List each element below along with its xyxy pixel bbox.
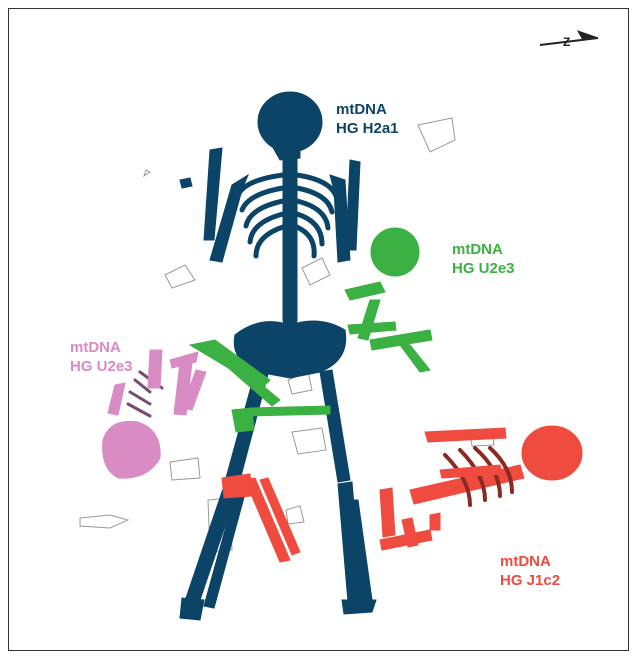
label-green-line1: mtDNA	[452, 240, 515, 259]
label-blue-line1: mtDNA	[336, 100, 399, 119]
label-blue-line2: HG H2a1	[336, 119, 399, 138]
label-red-line2: HG J1c2	[500, 571, 560, 590]
label-pink-line2: HG U2e3	[70, 357, 133, 376]
north-arrow-icon: Z	[540, 31, 598, 49]
label-pink-line1: mtDNA	[70, 338, 133, 357]
svg-text:Z: Z	[563, 35, 570, 49]
label-red: mtDNA HG J1c2	[500, 552, 560, 590]
label-red-line1: mtDNA	[500, 552, 560, 571]
label-pink: mtDNA HG U2e3	[70, 338, 133, 376]
label-green: mtDNA HG U2e3	[452, 240, 515, 278]
label-blue: mtDNA HG H2a1	[336, 100, 399, 138]
skeleton-red	[222, 426, 582, 562]
label-green-line2: HG U2e3	[452, 259, 515, 278]
